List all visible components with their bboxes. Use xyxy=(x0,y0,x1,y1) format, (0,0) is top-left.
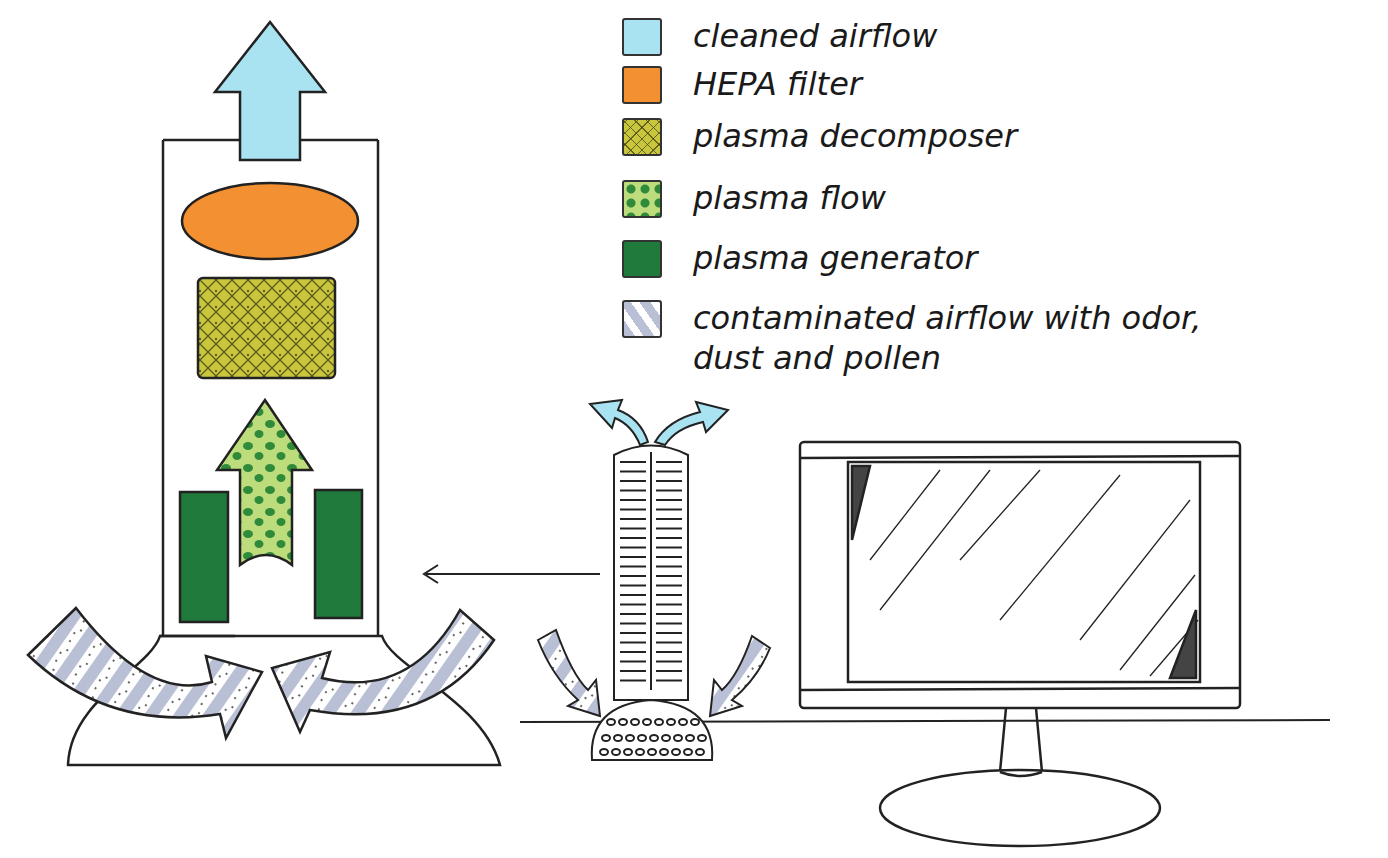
legend-swatch xyxy=(622,300,662,338)
contaminated-air-arrow xyxy=(710,636,770,716)
plasma-generator xyxy=(180,492,228,622)
monitor xyxy=(800,442,1240,846)
legend-swatch xyxy=(622,240,662,278)
legend-swatch xyxy=(622,66,662,104)
legend-label: plasma decomposer xyxy=(693,116,1253,156)
contaminated-air-arrow xyxy=(538,630,600,716)
legend-label: HEPA filter xyxy=(693,64,1253,104)
legend-swatch xyxy=(622,118,662,156)
legend-label: contaminated airflow with odor, dust and… xyxy=(693,298,1253,378)
contaminated-air-arrow xyxy=(272,610,494,732)
legend-label: plasma generator xyxy=(693,238,1253,278)
plasma-flow-arrow xyxy=(217,400,312,565)
plasma-generator xyxy=(315,490,362,618)
purifier-section xyxy=(163,140,378,636)
plasma-decomposer xyxy=(198,278,335,378)
cleaned-air-arrow xyxy=(655,402,728,445)
small-purifier xyxy=(592,446,712,761)
detail-pointer xyxy=(424,565,600,583)
cleaned-air-arrow xyxy=(215,22,325,160)
legend-swatch xyxy=(622,18,662,56)
cleaned-air-arrow xyxy=(590,400,648,445)
legend-label: plasma flow xyxy=(693,178,1253,218)
legend-swatch xyxy=(622,180,662,218)
contaminated-air-arrow xyxy=(28,608,262,738)
legend-label: cleaned airflow xyxy=(693,16,1253,56)
hepa-filter xyxy=(182,183,358,259)
